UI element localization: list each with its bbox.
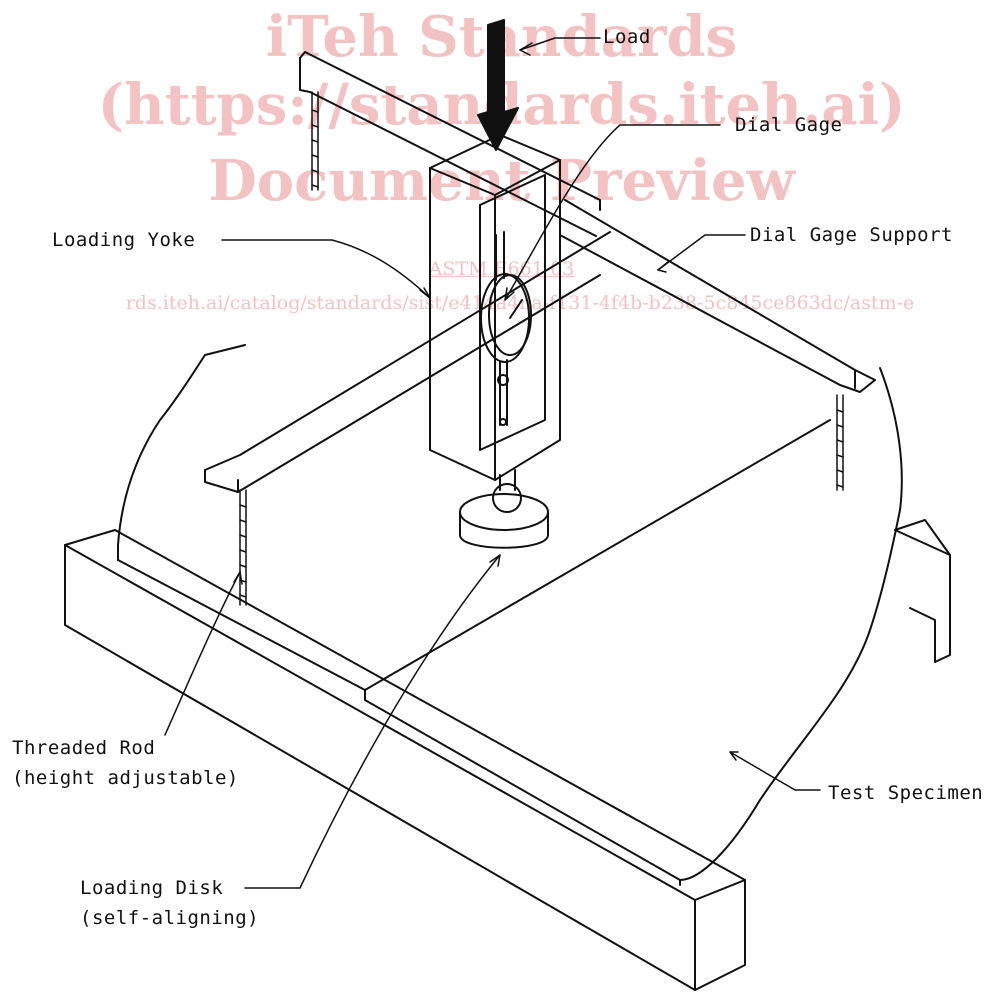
label-dial-gage: Dial Gage <box>735 114 843 136</box>
leader-threaded-rod <box>164 571 241 736</box>
leader-load <box>519 37 601 51</box>
dial-gage <box>480 231 532 426</box>
label-load: Load <box>603 26 651 48</box>
specimen-front-edge-2 <box>364 699 681 886</box>
test-specimen-plate <box>117 344 903 881</box>
leader-dial-gage-support <box>657 234 746 271</box>
threaded-rod-back <box>311 91 319 191</box>
label-test-specimen: Test Specimen <box>828 782 984 804</box>
leader-loading-yoke <box>221 239 431 299</box>
dial-gage-support-right <box>559 199 876 393</box>
dial-gage-support-back <box>299 51 601 211</box>
label-loading-disk-note: (self-aligning) <box>80 907 260 929</box>
label-dial-gage-support: Dial Gage Support <box>750 224 953 246</box>
label-threaded-rod-note: (height adjustable) <box>12 767 239 789</box>
loading-disk <box>459 469 549 549</box>
label-threaded-rod: Threaded Rod <box>12 737 156 759</box>
leader-loading-disk <box>244 554 501 889</box>
threaded-rod-front <box>239 489 247 606</box>
front-beam-face <box>64 544 696 991</box>
label-loading-yoke: Loading Yoke <box>52 229 196 251</box>
yoke-window <box>479 174 546 451</box>
dial-gage-support-front <box>204 231 611 471</box>
back-support-block <box>894 529 951 663</box>
front-beam-end <box>694 879 746 991</box>
specimen-seam <box>364 419 831 691</box>
label-loading-disk: Loading Disk <box>80 877 224 899</box>
leader-dial-gage <box>504 124 721 301</box>
load-arrow <box>477 19 519 151</box>
threaded-rod-right <box>836 394 844 491</box>
leader-test-specimen <box>729 751 821 791</box>
leader-lines <box>164 37 821 889</box>
